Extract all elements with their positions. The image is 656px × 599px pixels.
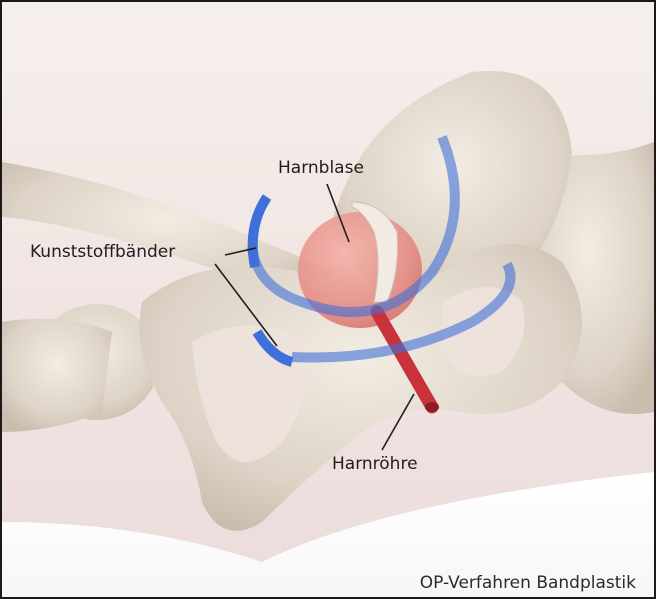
label-kunststoffbaender: Kunststoffbänder [30,242,175,262]
label-harnroehre: Harnröhre [332,454,418,474]
label-harnblase: Harnblase [278,158,364,178]
figure-caption: OP-Verfahren Bandplastik [420,573,636,593]
urethra-end [425,402,439,412]
